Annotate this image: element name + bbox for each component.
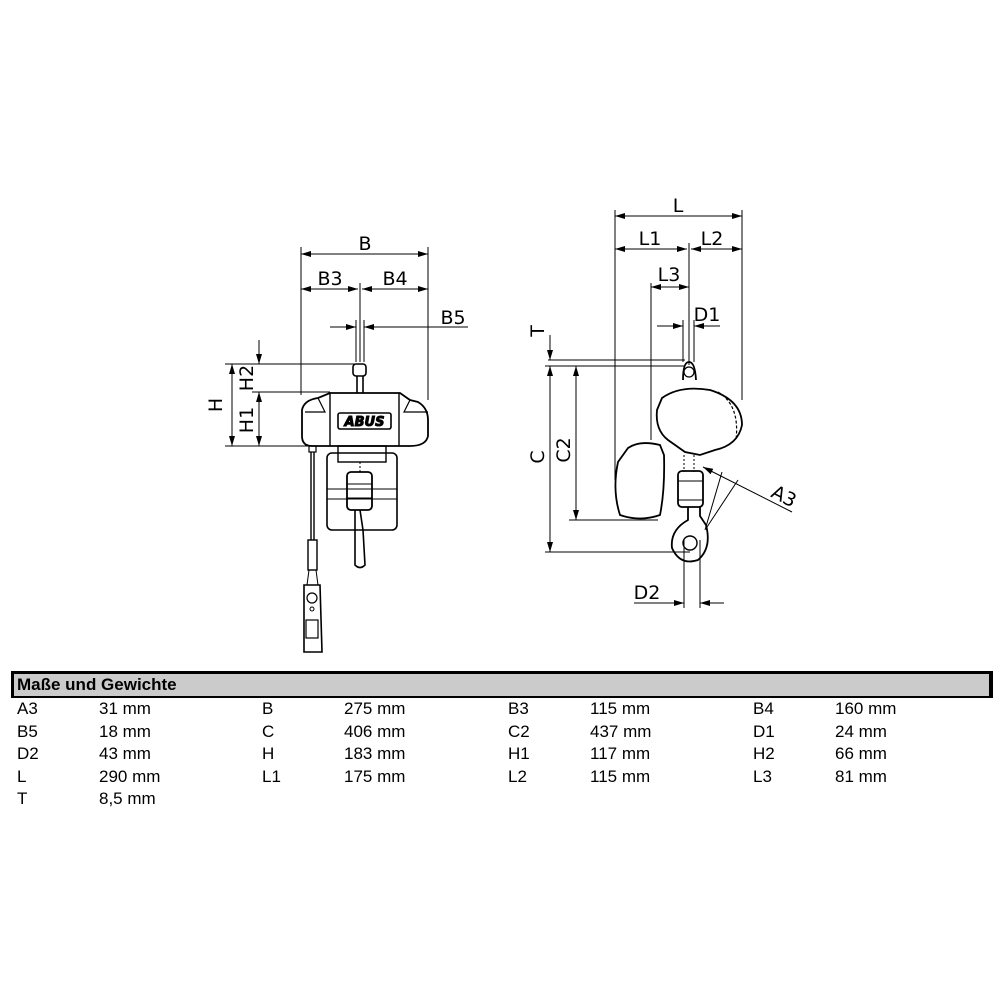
dim-value: 160 mm [835,699,897,718]
dim-key: B [262,699,274,718]
dim-value: 437 mm [590,721,652,741]
dim-value: 175 mm [344,766,406,786]
dim-key: H2 [753,744,775,763]
dim-label-l1: L1 [639,228,662,250]
table-row: B5 18 mm C 406 mm C2 437 mm D1 24 mm [11,721,993,744]
dim-label-b4: B4 [382,268,407,290]
table-row: D2 43 mm H 183 mm H1 117 mm H2 66 mm [11,743,993,766]
table-row: T 8,5 mm [11,788,993,811]
dim-label-c: C [527,450,549,463]
dim-value: 43 mm [99,744,151,763]
table-title: Maße und Gewichte [11,671,993,698]
dim-label-b: B [358,233,371,255]
dim-value: 183 mm [344,744,406,763]
dim-value: 8,5 mm [99,789,156,808]
table-row: A3 31 mm B 275 mm B3 115 mm B4 160 mm [11,698,993,721]
technical-drawing: ABUS B B3 B4 B5 H H2 H1 [205,195,800,653]
dim-value: 24 mm [835,721,887,741]
dim-key: L1 [262,766,281,786]
front-view: ABUS B B3 B4 B5 H H2 H1 [205,233,468,653]
dim-label-h2: H2 [236,365,258,391]
table-row: L 290 mm L1 175 mm L2 115 mm L3 81 mm [11,766,993,789]
dim-key: L3 [753,766,772,786]
dimensions-table: Maße und Gewichte A3 31 mm B 275 mm B3 1… [11,671,993,811]
dim-label-l3: L3 [658,264,681,286]
dim-label-c2: C2 [553,437,575,462]
dim-value: 290 mm [99,766,161,786]
dim-label-d2: D2 [634,582,661,604]
dim-label-h: H [205,398,227,412]
dim-label-t: T [527,325,549,338]
dim-value: 31 mm [99,699,151,718]
dim-value: 117 mm [590,744,651,763]
dim-value: 81 mm [835,766,887,786]
dim-label-l: L [673,195,684,217]
dim-key: B5 [17,721,38,741]
dim-value: 115 mm [590,699,651,718]
dim-key: T [17,789,28,808]
dim-value: 275 mm [344,699,406,718]
dim-key: C2 [508,721,530,741]
dim-key: L2 [508,766,527,786]
dim-value: 66 mm [835,744,887,763]
dim-key: D1 [753,721,775,741]
dim-key: H [262,744,275,763]
abus-logo: ABUS [344,415,385,430]
dim-value: 406 mm [344,721,406,741]
dim-label-d1: D1 [694,304,721,326]
dim-key: C [262,721,275,741]
dim-key: H1 [508,744,530,763]
dim-label-b3: B3 [317,268,342,290]
dim-key: B3 [508,699,529,718]
dim-label-l2: L2 [701,228,724,250]
dim-label-b5: B5 [440,307,465,329]
dim-key: L [17,766,27,786]
dim-value: 18 mm [99,721,151,741]
dim-value: 115 mm [590,766,651,786]
dim-label-h1: H1 [236,407,258,433]
dim-key: B4 [753,699,774,718]
dim-label-a3: A3 [768,481,800,512]
side-view: L L1 L2 L3 D1 T C C2 A3 D2 [527,195,800,608]
dim-key: A3 [17,699,38,718]
dim-key: D2 [17,744,39,763]
